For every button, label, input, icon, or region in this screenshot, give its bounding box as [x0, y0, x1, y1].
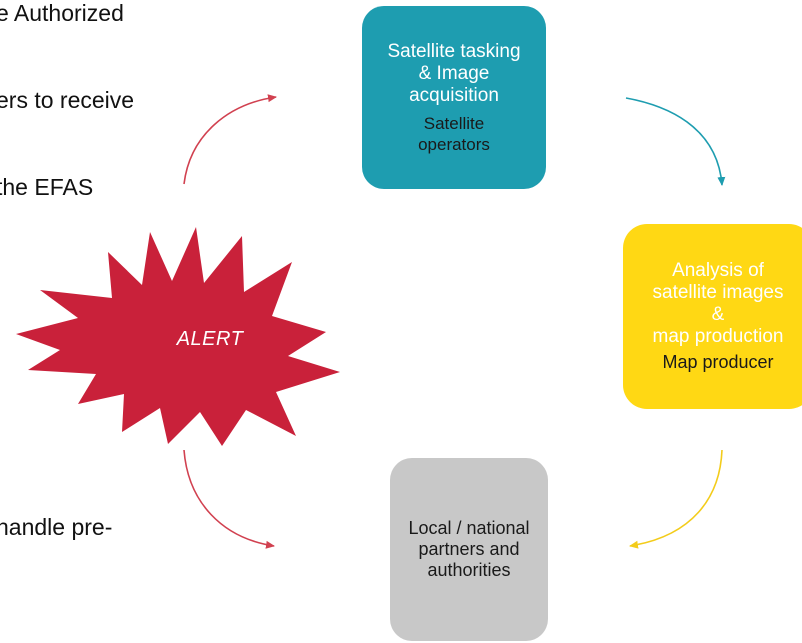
analysis-box: Analysis of satellite images & map produ…: [623, 224, 802, 409]
satellite-tasking-box: Satellite tasking & Image acquisition Sa…: [362, 6, 546, 189]
box-title-line: Analysis of: [672, 260, 764, 281]
box-title-line: partners and: [418, 539, 520, 559]
starburst-alert-icon: [16, 227, 340, 446]
body-text-fragment: e Authorized: [0, 0, 124, 26]
box-title-line: Local / national: [408, 518, 530, 538]
body-text-fragment: the EFAS: [0, 174, 94, 200]
red-arrow-to-tasking: [183, 94, 277, 185]
alert-label: ALERT: [176, 328, 244, 350]
box-title-line: satellite images: [652, 282, 784, 303]
box-title-line: map production: [652, 326, 784, 347]
teal-arrow-to-analysis: [625, 97, 726, 186]
body-text-fragment: handle pre-: [0, 514, 113, 540]
box-subtitle-line: Map producer: [662, 352, 774, 372]
box-title-line: &: [711, 304, 725, 325]
box-subtitle: Satellite operators: [418, 113, 490, 155]
body-text-fragment: ers to receive: [0, 87, 135, 113]
box-subtitle-line: Satellite: [423, 113, 485, 133]
box-subtitle-line: operators: [418, 134, 490, 154]
partners-box: Local / national partners and authoritie…: [390, 458, 548, 641]
box-title-line: authorities: [427, 560, 511, 580]
box-title-line: acquisition: [409, 84, 499, 106]
red-arrow-to-partners: [183, 449, 275, 549]
box-title-line: Satellite tasking: [387, 40, 521, 62]
yellow-arrow-to-partners: [629, 449, 723, 549]
box-title-line: & Image: [418, 62, 490, 84]
